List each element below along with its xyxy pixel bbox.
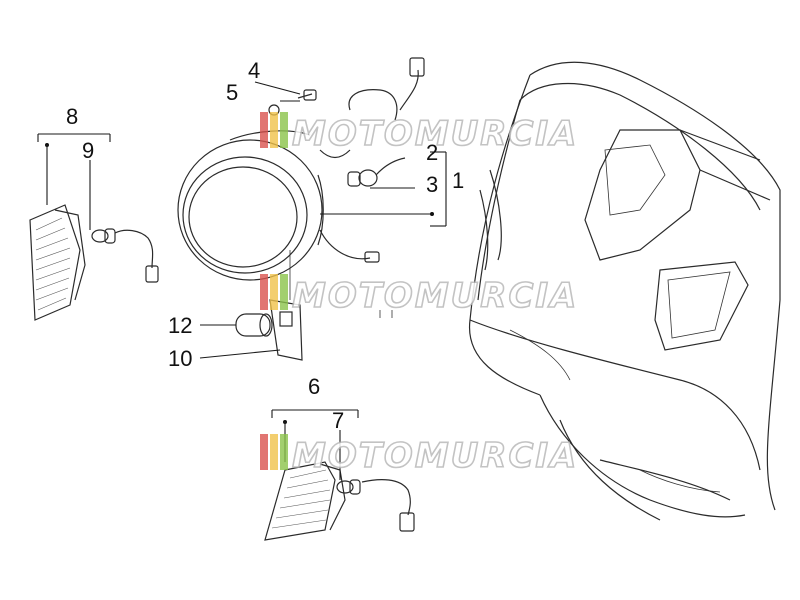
leader-lines: [37, 81, 447, 480]
watermark-text: MOTOMURCIA: [292, 276, 578, 316]
headlight-bulb-wiring: [319, 57, 425, 187]
watermark-text: MOTOMURCIA: [292, 436, 578, 476]
callout-10: 10: [168, 346, 192, 371]
callout-12: 12: [168, 313, 192, 338]
watermark-top: MOTOMURCIA: [260, 112, 578, 155]
callout-4: 4: [248, 58, 260, 83]
callout-1: 1: [452, 168, 464, 193]
callout-7: 7: [332, 408, 344, 433]
right-turn-signal-bulb: [336, 479, 415, 532]
headlight-screw: [268, 89, 317, 116]
front-shield-body: [468, 61, 781, 521]
callout-9: 9: [82, 138, 94, 163]
callout-3: 3: [426, 172, 438, 197]
callout-5: 5: [226, 80, 238, 105]
callout-8: 8: [66, 104, 78, 129]
callout-2: 2: [426, 140, 438, 165]
callout-6: 6: [308, 374, 320, 399]
watermark-middle: MOTOMURCIA: [260, 274, 578, 317]
left-turn-signal-lens: [29, 204, 86, 321]
right-turn-signal-lens: [264, 461, 346, 541]
callout-labels: 8 9 4 5 2 3 1 12 10 6 7: [66, 58, 464, 433]
headlight-bracket: [235, 250, 393, 361]
watermark-bottom: MOTOMURCIA: [260, 434, 578, 477]
left-turn-signal-bulb: [91, 228, 159, 283]
watermark-text: MOTOMURCIA: [292, 114, 578, 154]
